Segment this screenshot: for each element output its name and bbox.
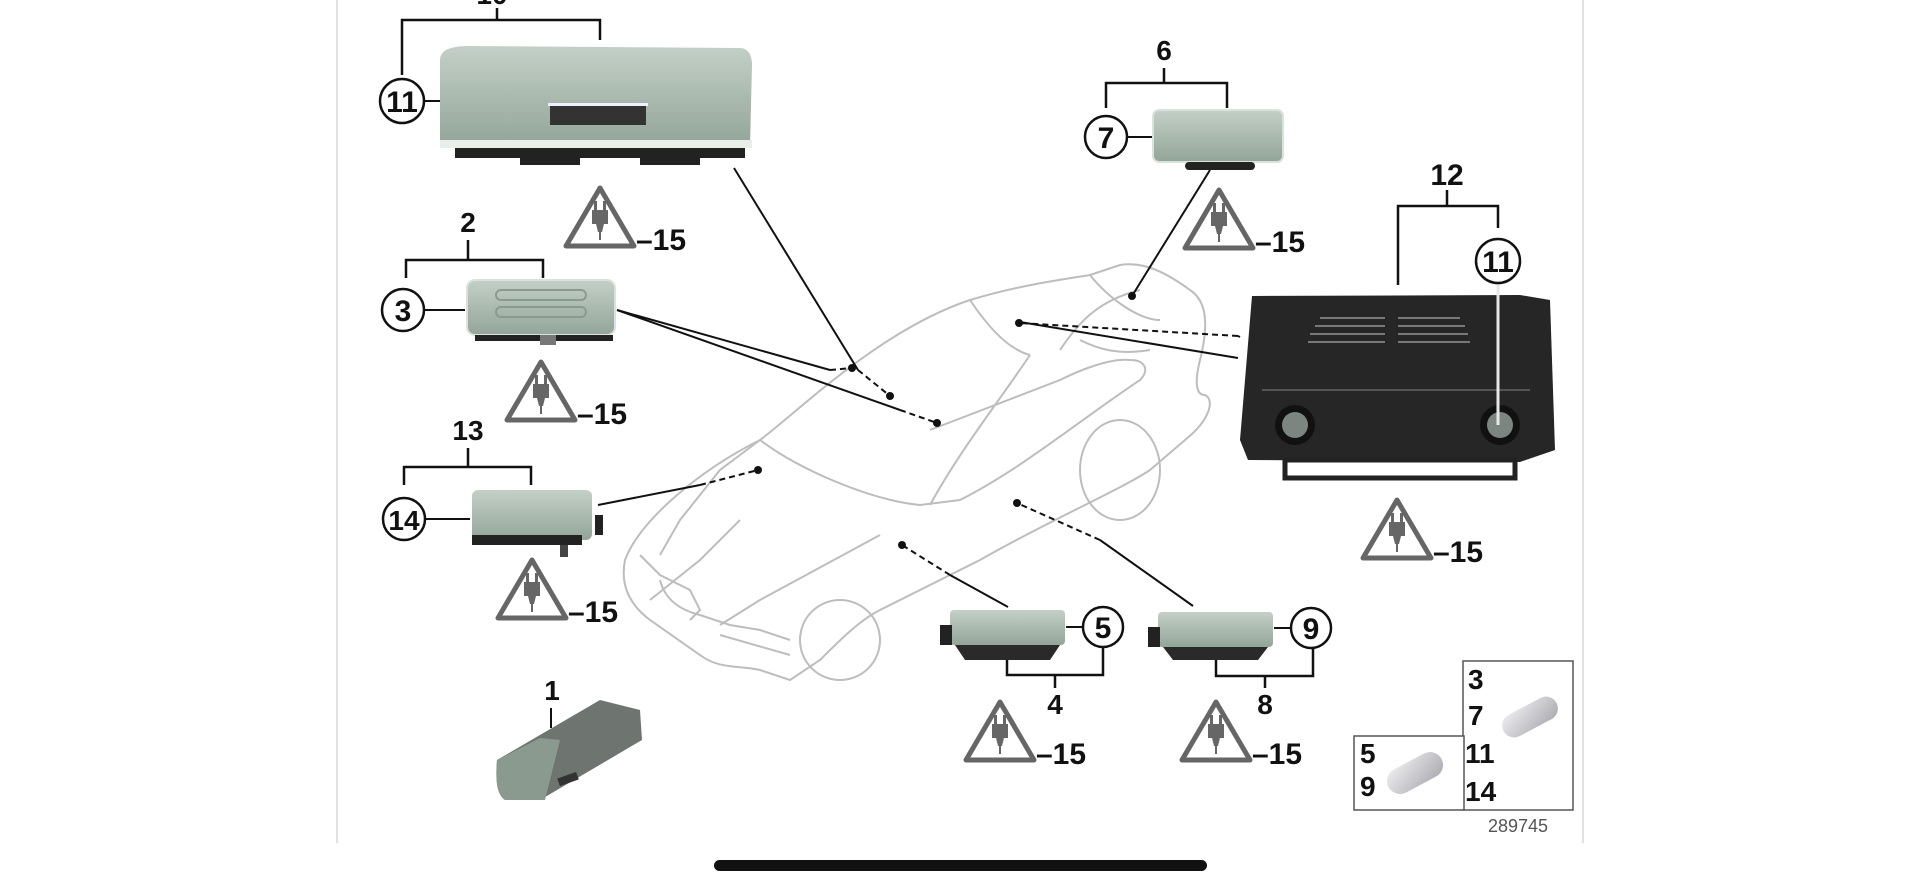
svg-text:–15: –15 <box>1252 738 1302 771</box>
leader-lines <box>597 167 1241 608</box>
large-bulb-icon <box>1502 696 1558 738</box>
part-7-callout: 7 <box>1098 122 1115 155</box>
part-6-rear-interior-light[interactable]: 6 7 <box>1083 35 1284 170</box>
svg-text:–15: –15 <box>1255 226 1305 259</box>
svg-text:–15: –15 <box>636 224 686 257</box>
part-10-front-reading-light[interactable]: 10 11 <box>378 0 752 165</box>
connector-warning-7: –15 <box>1182 702 1302 771</box>
part-1-label: 1 <box>544 675 560 706</box>
part-14-callout: 14 <box>388 505 420 536</box>
inset-label-11: 11 <box>1465 738 1495 769</box>
connector-warning-5: –15 <box>1363 500 1483 569</box>
part-9-callout: 9 <box>1303 613 1320 646</box>
part-12-roof-console[interactable]: 12 11 <box>1240 159 1555 481</box>
inset-label-14: 14 <box>1465 776 1497 807</box>
part-5-callout: 5 <box>1095 612 1112 645</box>
part-1-light-module[interactable]: 1 <box>496 675 642 800</box>
diagram-number: 289745 <box>1488 816 1548 836</box>
small-bulb-icon <box>1386 752 1444 794</box>
svg-text:–15: –15 <box>1036 738 1086 771</box>
svg-text:–15: –15 <box>577 398 627 431</box>
inset-label-3: 3 <box>1468 664 1484 695</box>
part-11-callout: 11 <box>386 86 418 119</box>
part-11-callout-2: 11 <box>1482 246 1514 279</box>
connector-warning-4: –15 <box>1185 190 1305 259</box>
bulb-inset: 3 7 11 14 5 9 289745 <box>1353 660 1574 836</box>
part-8-door-light[interactable]: 9 8 <box>1148 606 1333 720</box>
inset-label-7: 7 <box>1468 700 1484 731</box>
home-indicator[interactable] <box>714 860 1207 871</box>
inset-label-9: 9 <box>1360 771 1376 802</box>
part-10-label: 10 <box>476 0 507 10</box>
part-2-label: 2 <box>460 207 476 238</box>
connector-warning-1: –15 <box>566 188 686 257</box>
svg-text:–15: –15 <box>1433 536 1483 569</box>
frame-right-border <box>1582 0 1584 843</box>
svg-text:–15: –15 <box>568 596 618 629</box>
part-2-interior-light[interactable]: 2 3 <box>380 207 616 345</box>
connector-warning-2: –15 <box>507 362 627 431</box>
part-13-glovebox-light[interactable]: 13 14 <box>381 415 603 557</box>
part-6-label: 6 <box>1156 35 1172 66</box>
part-13-label: 13 <box>452 415 483 446</box>
part-3-callout: 3 <box>395 295 412 328</box>
part-4-label: 4 <box>1047 689 1063 720</box>
part-4-footwell-light[interactable]: 5 4 <box>940 605 1125 720</box>
connection-points <box>754 292 1136 549</box>
connector-warning-6: –15 <box>966 702 1086 771</box>
connector-warning-3: –15 <box>498 560 618 629</box>
inset-label-5: 5 <box>1360 738 1376 769</box>
vehicle-outline <box>622 263 1211 682</box>
part-8-label: 8 <box>1257 689 1273 720</box>
frame-left-border <box>336 0 338 843</box>
part-12-label: 12 <box>1430 159 1463 192</box>
